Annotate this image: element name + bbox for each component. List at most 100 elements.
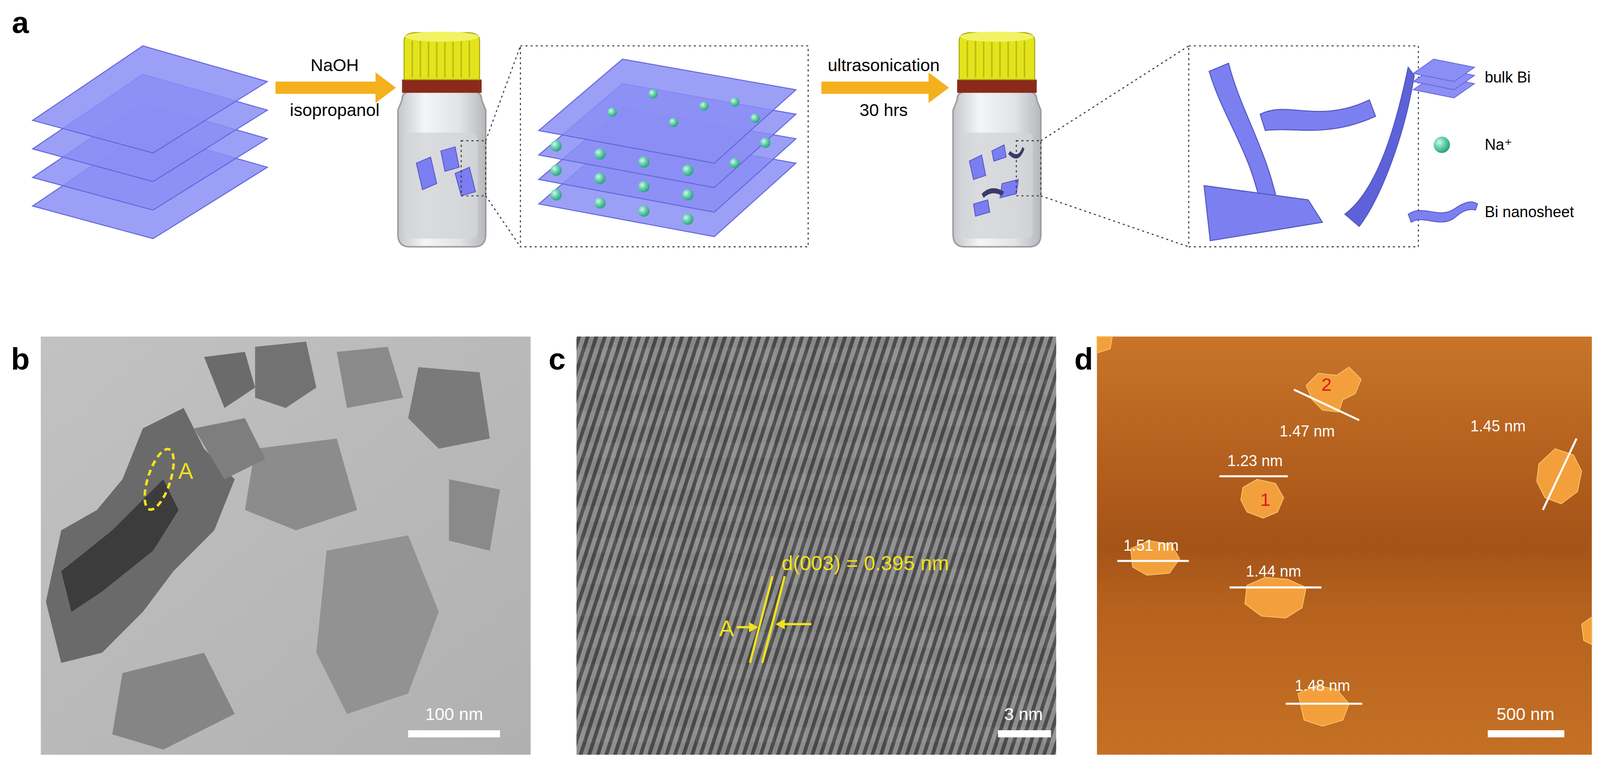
scale-bar-label: 100 nm — [425, 705, 484, 724]
afm-image — [1219, 475, 1288, 478]
callout-number: 1 — [1260, 490, 1271, 509]
hrtem-image — [775, 618, 785, 630]
panel-letter: c — [548, 343, 566, 375]
panel-letter: a — [11, 7, 29, 38]
afm-image — [1542, 438, 1577, 511]
vial-illustration — [416, 146, 476, 197]
sodium-ion — [638, 205, 650, 217]
sodium-ion — [729, 97, 740, 107]
callout-number: 2 — [1321, 375, 1332, 394]
sodium-ion — [699, 101, 709, 111]
hrtem-image — [762, 576, 785, 664]
vial-illustration — [969, 154, 987, 180]
sodium-ion — [682, 164, 694, 177]
scale-bar-label: 3 nm — [1004, 705, 1043, 724]
process-label: 30 hrs — [859, 101, 908, 119]
thickness-label: 1.48 nm — [1294, 677, 1351, 694]
tem-image — [193, 418, 266, 480]
process-label: ultrasonication — [827, 56, 940, 75]
process-arrow — [821, 72, 949, 103]
vial-illustration — [973, 199, 990, 217]
bi-nanosheet — [1204, 185, 1323, 241]
thickness-label: 1.51 nm — [1123, 538, 1179, 554]
zoom-guide — [485, 45, 521, 141]
hrtem-image — [576, 336, 1057, 755]
zoom-guide — [461, 140, 486, 196]
hrtem-image — [748, 622, 759, 633]
sodium-ion — [729, 157, 740, 169]
sodium-ion — [550, 140, 562, 152]
hrtem-image — [736, 576, 812, 664]
hrtem-image — [736, 626, 752, 629]
callout-letter: A — [718, 617, 734, 640]
sodium-ion — [750, 113, 760, 124]
reagent-label: NaOH — [310, 56, 360, 75]
tem-image — [316, 535, 439, 715]
legend-sample-stack — [1413, 59, 1475, 99]
hrtem-image — [576, 336, 1057, 755]
tem-image — [112, 652, 235, 750]
afm-image — [1117, 389, 1577, 704]
legend-sample-ion — [1433, 136, 1451, 154]
vial-illustration — [1000, 179, 1019, 198]
afm-image — [1285, 702, 1363, 705]
bi-nanosheet — [1204, 63, 1415, 241]
bi-nanosheet — [1344, 67, 1415, 227]
process-arrow — [275, 72, 396, 103]
bi-nanosheet — [1260, 99, 1376, 131]
afm-image — [1097, 336, 1113, 354]
vial-illustration — [416, 157, 437, 190]
legend-label: bulk Bi — [1484, 69, 1531, 86]
intercalated-stack — [538, 59, 796, 164]
zoom-guide — [1188, 45, 1419, 247]
zoom-guide — [1040, 196, 1189, 247]
lattice-spacing-label: d(003) = 0.395 nm — [781, 552, 949, 574]
hrtem-image — [997, 730, 1051, 738]
tem-image — [204, 351, 256, 409]
zoom-guide — [461, 45, 808, 247]
zoom-guide — [1040, 45, 1189, 141]
afm-image — [1097, 336, 1592, 727]
hrtem-image — [783, 623, 812, 626]
tem-image — [408, 730, 501, 738]
tem-image — [138, 445, 180, 513]
tem-image — [61, 479, 179, 612]
legend-label: Bi nanosheet — [1484, 204, 1575, 220]
sodium-ion — [607, 107, 617, 117]
legend-sample-nanosheet — [1408, 201, 1478, 223]
afm-image — [1581, 617, 1592, 645]
tem-image — [448, 479, 501, 551]
intercalated-stack — [538, 59, 796, 237]
sodium-ion — [682, 189, 694, 201]
tem-image — [255, 341, 317, 409]
hrtem-image — [576, 336, 1057, 755]
sodium-ion — [550, 164, 562, 177]
vial-illustration — [397, 31, 486, 247]
afm-image — [1293, 389, 1360, 421]
bulk-bi-stack — [32, 45, 268, 239]
sodium-ion — [760, 137, 771, 148]
sodium-ion — [594, 197, 606, 209]
sodium-ion — [682, 213, 694, 226]
vial-illustration — [992, 144, 1007, 162]
hrtem-image — [749, 576, 773, 664]
tem-image — [40, 336, 531, 755]
sodium-ion — [648, 89, 658, 99]
afm-image — [1487, 730, 1565, 738]
sodium-ion — [638, 181, 650, 193]
sodium-ion — [594, 148, 606, 161]
sodium-ion — [668, 117, 679, 128]
vial-illustration — [981, 187, 1004, 198]
panel-letter: b — [11, 343, 30, 375]
thickness-label: 1.45 nm — [1470, 418, 1526, 434]
zoom-guide — [485, 196, 521, 247]
sodium-ion — [550, 89, 771, 225]
thickness-label: 1.47 nm — [1279, 423, 1335, 440]
legend-label: Na⁺ — [1484, 137, 1513, 153]
vial-illustration — [440, 146, 459, 172]
tem-image — [408, 367, 490, 449]
hrtem-image — [576, 336, 1057, 755]
